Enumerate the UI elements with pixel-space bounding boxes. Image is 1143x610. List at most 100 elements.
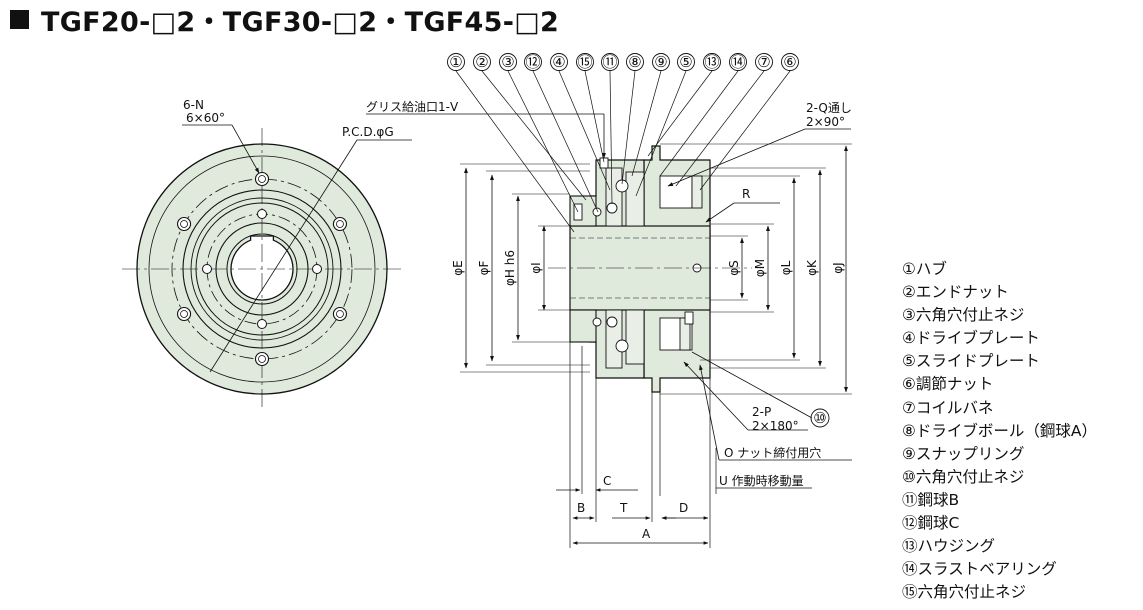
callout-number: ⑤ (679, 53, 692, 71)
tap-hole (257, 319, 267, 329)
callout-leader (558, 70, 611, 191)
axial-dimensions (556, 342, 717, 548)
pcd-leader (209, 139, 358, 373)
callout-number-bottom: ⑩ (813, 409, 826, 427)
callout-circle (524, 53, 542, 71)
callout-leader (609, 70, 613, 205)
bottom-labels: 2-P 2×180° O ナット締付用穴 U 作動時移動量 (719, 405, 821, 488)
callout-circle (626, 53, 644, 71)
callout-circle (576, 53, 594, 71)
steel-ball-b-bottom (606, 316, 618, 328)
callout-leader (455, 70, 575, 233)
q-label: 2-Q通し (806, 101, 852, 115)
title-text: TGF20-□2・TGF30-□2・TGF45-□2 (41, 6, 560, 38)
drive-ball-top (615, 179, 629, 193)
coil-spring-top (659, 175, 693, 209)
grease-screw (599, 157, 609, 169)
legend-item: ⑨スナップリング (902, 444, 1025, 463)
diameter-labels: φE φF φH h6 φI φS φM φL φK φJ (451, 250, 845, 286)
slide-plate-top (625, 171, 645, 227)
bolt-label: 6-N (183, 98, 204, 112)
dia-l-label: φL (779, 260, 793, 275)
steel-ball-b (606, 202, 618, 214)
tap-hole (257, 209, 267, 219)
callout-circle (473, 53, 491, 71)
bolt-hole (332, 216, 347, 232)
bolt-hole-inner (180, 220, 188, 228)
steel-ball-c-bottom (592, 317, 602, 327)
callout-leaders (455, 70, 791, 233)
bolt-hole (177, 216, 192, 232)
dia-m-label: φM (753, 259, 767, 277)
bolt-hole (177, 306, 192, 322)
dim-c-label: C (603, 474, 611, 488)
o-label: O ナット締付用穴 (724, 445, 821, 460)
front-bolt-holes (177, 171, 347, 367)
callout-circle (447, 53, 465, 71)
dim-t-label: T (619, 501, 628, 515)
callout-number: ⑧ (628, 53, 641, 71)
bolt-leader (231, 124, 260, 174)
slide-plate-bottom (625, 309, 645, 365)
callout-number: ⑨ (654, 53, 667, 71)
bolt-hole (254, 171, 270, 187)
pcd-label: P.C.D.φG (342, 125, 394, 139)
callout-number: ① (449, 53, 462, 71)
legend-item: ⑦コイルバネ (902, 398, 994, 417)
set-screw-bottom (684, 311, 694, 325)
bolt-hole (332, 306, 347, 322)
diameter-dimensions (460, 143, 852, 395)
callout-leader (659, 70, 739, 177)
dia-k-label: φK (805, 259, 819, 276)
callout-circle (703, 53, 721, 71)
callout-number: ⑫ (525, 53, 540, 71)
callout-number: ③ (501, 53, 514, 71)
dia-e-label: φE (451, 260, 465, 276)
callout-circle (499, 53, 517, 71)
dia-i-label: φI (529, 262, 543, 273)
callout-leader (584, 70, 605, 163)
tap-hole (312, 264, 322, 274)
callout-leader (635, 70, 687, 197)
callout-leader (507, 70, 579, 213)
legend-item: ③六角穴付止ネジ (902, 306, 1025, 325)
front-view-labels: 6-N 6×60° P.C.D.φG (183, 98, 394, 139)
legend-item: ②エンドナット (902, 283, 1009, 302)
callout-leader (647, 70, 713, 157)
bolt-hole (254, 351, 270, 367)
callout-leader (699, 70, 791, 191)
dia-h-label: φH h6 (503, 250, 517, 286)
legend-item: ⑪鋼球B (902, 490, 960, 509)
callout-circle (550, 53, 568, 71)
front-view (122, 124, 412, 410)
callout-leader (631, 70, 662, 177)
callout-number: ⑥ (783, 53, 796, 71)
dim-d-label: D (679, 501, 688, 515)
legend-item: ①ハブ (902, 260, 947, 278)
callout-circle (601, 53, 619, 71)
side-view (548, 145, 752, 393)
bolt-hole-inner (336, 310, 344, 318)
callout-number: ④ (552, 53, 565, 71)
legend-item: ⑥調節ナット (902, 375, 994, 394)
adjust-nut-top (691, 175, 703, 209)
callout-number: ② (475, 53, 488, 71)
bolt-angle-label: 6×60° (186, 111, 225, 125)
p-label: 2-P (752, 405, 771, 419)
callout-circle (781, 53, 799, 71)
legend-item: ⑤スライドプレート (902, 352, 1040, 371)
legend-item: ⑮六角穴付止ネジ (902, 583, 1027, 602)
legend-item: ⑬ハウジング (902, 537, 996, 556)
bolt-hole-inner (180, 310, 188, 318)
legend-item: ⑩六角穴付止ネジ (902, 467, 1025, 486)
callout-number: ⑪ (602, 53, 617, 71)
tap-hole (202, 264, 212, 274)
dia-s-label: φS (727, 260, 741, 276)
bolt-circle (171, 178, 353, 360)
hub-shoulder-bottom (569, 309, 597, 343)
callout-number: ⑦ (757, 53, 770, 71)
callout-leader (621, 70, 636, 185)
bottom-leaders (683, 351, 852, 489)
parts-legend: ①ハブ ②エンドナット ③六角穴付止ネジ ④ドライブプレート ⑤スライドプレート… (902, 258, 1097, 604)
dia-f-label: φF (477, 260, 491, 275)
